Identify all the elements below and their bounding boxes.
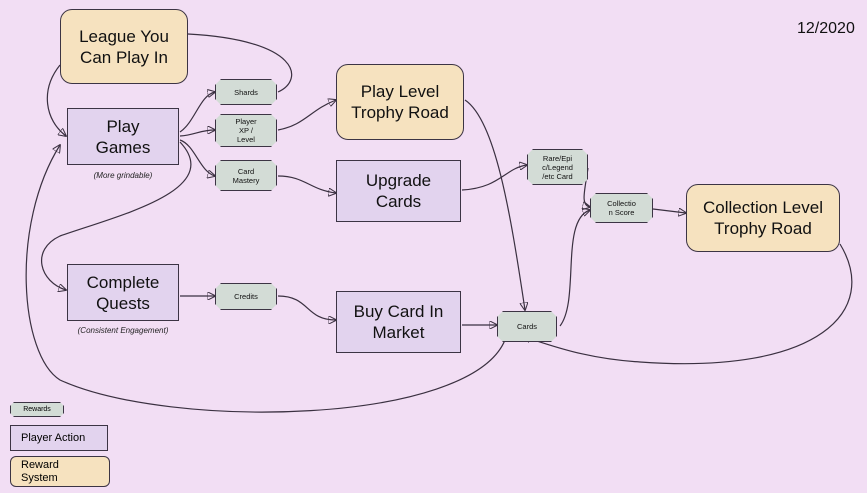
complete-quests-label: Complete Quests — [86, 272, 160, 313]
edge-collscore-to-colltrophy — [652, 209, 686, 213]
edge-cards-to-play — [25, 145, 506, 413]
card-mastery-label: Card Mastery — [232, 166, 260, 185]
collection-trophy-box: Collection Level Trophy Road — [686, 184, 840, 252]
date-label: 12/2020 — [797, 20, 855, 37]
play-level-trophy-label: Play Level Trophy Road — [351, 82, 449, 122]
edge-cards-to-collscore — [559, 210, 590, 327]
edge-league-to-play — [46, 64, 66, 136]
play-level-trophy-box: Play Level Trophy Road — [336, 64, 464, 140]
edge-trophy-to-cards — [464, 99, 525, 310]
edge-play-to-quests — [41, 141, 192, 290]
league-box: League You Can Play In — [60, 9, 188, 84]
edge-xp-to-trophy — [277, 100, 336, 131]
collection-score-label: Collectio n Score — [607, 199, 636, 217]
legend-player-action: Player Action — [10, 425, 108, 451]
play-games-label: Play Games — [95, 116, 151, 157]
buy-card-box: Buy Card In Market — [336, 291, 461, 353]
complete-quests-caption: (Consistent Engagement) — [77, 326, 169, 335]
legend-rewards-label: Rewards — [23, 406, 51, 413]
rarity-label: Rare/Epi c/Legend /etc Card — [542, 153, 573, 181]
play-games-box: Play Games — [67, 108, 179, 165]
play-games-caption: (More grindable) — [93, 171, 153, 180]
shards-token: Shards — [215, 79, 277, 105]
player-xp-token: Player XP / Level — [215, 114, 277, 147]
league-label: League You Can Play In — [79, 26, 169, 67]
legend-player-action-label: Player Action — [21, 432, 86, 444]
player-xp-label: Player XP / Level — [235, 117, 257, 144]
edge-shards-to-league — [187, 33, 293, 93]
complete-quests-box: Complete Quests — [67, 264, 179, 321]
edge-upgrade-to-rarity — [461, 165, 527, 191]
card-mastery-token: Card Mastery — [215, 160, 277, 191]
edge-credits-to-buy — [277, 295, 336, 320]
edge-colltrophy-to-cards — [522, 243, 853, 365]
cards-label: Cards — [516, 322, 537, 331]
upgrade-cards-label: Upgrade Cards — [365, 171, 432, 211]
legend-reward-system: Reward System — [10, 456, 110, 487]
shards-label: Shards — [234, 87, 258, 97]
rarity-token: Rare/Epi c/Legend /etc Card — [527, 149, 588, 185]
collection-trophy-label: Collection Level Trophy Road — [702, 198, 823, 238]
edge-play-to-mastery — [179, 139, 215, 176]
edge-play-to-xp — [179, 130, 215, 137]
credits-token: Credits — [215, 283, 277, 310]
credits-label: Credits — [234, 292, 258, 301]
legend-rewards: Rewards — [10, 402, 64, 417]
cards-token: Cards — [497, 311, 557, 342]
legend-reward-system-label: Reward System — [21, 458, 59, 484]
buy-card-label: Buy Card In Market — [353, 302, 444, 342]
upgrade-cards-box: Upgrade Cards — [336, 160, 461, 222]
edge-mastery-to-upgrade — [277, 175, 336, 193]
collection-score-token: Collectio n Score — [590, 193, 653, 223]
edge-play-to-shards — [179, 92, 215, 133]
